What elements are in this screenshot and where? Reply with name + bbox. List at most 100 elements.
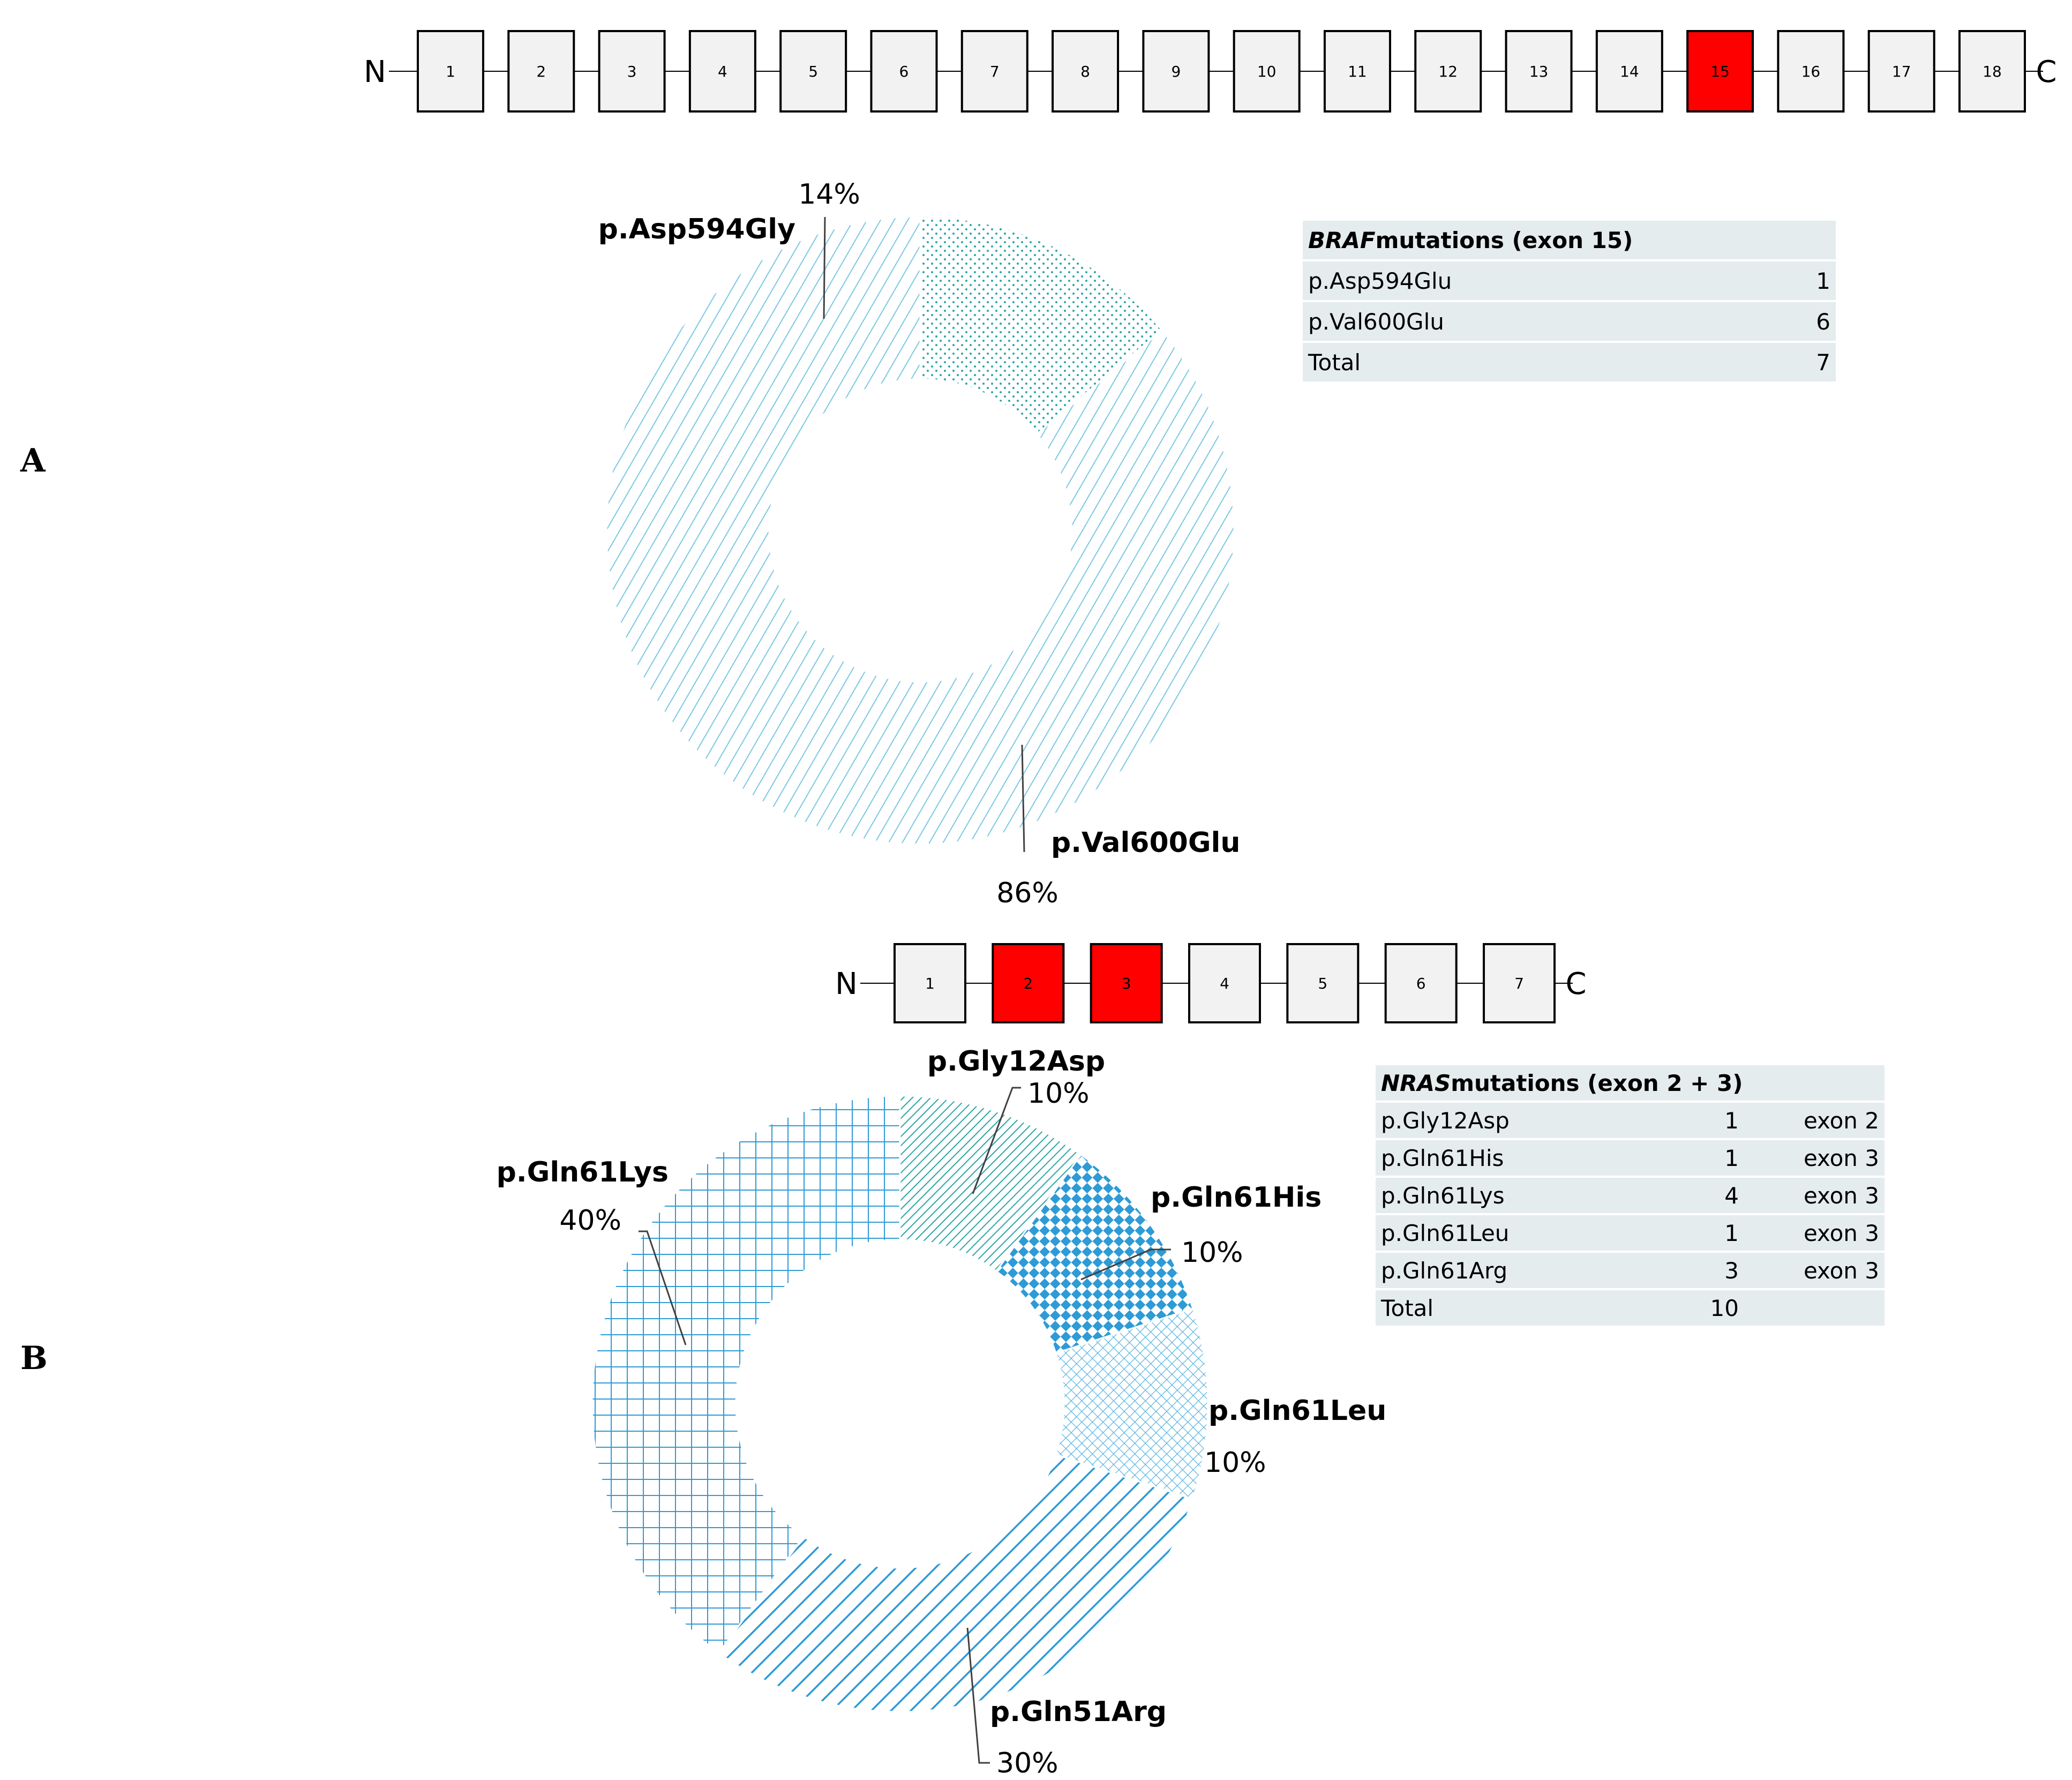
exon-number: 10 (1257, 63, 1277, 80)
mutation-name-cell: p.Gly12Asp (1376, 1103, 1597, 1138)
leader-line (1021, 744, 1025, 852)
slice-label: p.Gln61Lys (497, 1156, 669, 1188)
table-row: p.Gln61Lys 4 exon 3 (1376, 1178, 1885, 1213)
donut-slice-p-gln51arg (717, 1453, 1194, 1713)
count-cell: 1 (1601, 1215, 1744, 1251)
n-terminus-label: N (835, 967, 858, 1001)
table-row: p.Gln61Arg 3 exon 3 (1376, 1253, 1885, 1288)
count-cell: 10 (1601, 1290, 1744, 1326)
mutation-name-cell: p.Gln61Arg (1376, 1253, 1597, 1288)
table-row: Total 10 (1376, 1290, 1885, 1326)
table-row: p.Gly12Asp 1 exon 2 (1376, 1103, 1885, 1138)
table-title-rest: mutations (exon 2 + 3) (1451, 1070, 1743, 1096)
exon-cell: exon 3 (1747, 1215, 1885, 1251)
mutation-name-cell: p.Gln61Leu (1376, 1215, 1597, 1251)
exon-number: 18 (1983, 63, 2002, 80)
exon-box (1090, 943, 1163, 1023)
exon-box (779, 30, 847, 113)
gene-name: NRAS (1381, 1070, 1451, 1096)
exon-box (1777, 30, 1845, 113)
count-cell: 6 (1628, 302, 1836, 341)
exon-box (1188, 943, 1261, 1023)
mutation-name-cell: p.Asp594Glu (1303, 261, 1625, 300)
donut-slice-p-gln61his (995, 1153, 1194, 1355)
exon-box (1052, 30, 1120, 113)
exon-number: 15 (1710, 63, 1730, 80)
exon-number: 14 (1620, 63, 1639, 80)
exon-number: 3 (1122, 975, 1131, 992)
exon-number: 3 (627, 63, 637, 80)
slice-percent-label: 86% (996, 877, 1058, 909)
exon-number: 5 (1318, 975, 1327, 992)
exon-box (1867, 30, 1935, 113)
table-row: Total 7 (1303, 343, 1836, 382)
exon-box (960, 30, 1029, 113)
table-title: BRAF mutations (exon 15) (1303, 221, 1836, 259)
exon-number: 11 (1348, 63, 1367, 80)
exon-box (598, 30, 666, 113)
mutation-name-cell: Total (1303, 343, 1625, 382)
exon-box (1595, 30, 1663, 113)
count-cell: 1 (1628, 261, 1836, 300)
mutation-name-cell: p.Gln61Lys (1376, 1178, 1597, 1213)
exon-box (688, 30, 756, 113)
exon-number: 7 (1514, 975, 1524, 992)
exon-box (1323, 30, 1391, 113)
exon-box (1142, 30, 1210, 113)
table-row: p.Val600Glu 6 (1303, 302, 1836, 341)
table-row: p.Gln61Leu 1 exon 3 (1376, 1215, 1885, 1251)
mutation-name-cell: p.Val600Glu (1303, 302, 1625, 341)
exon-box (870, 30, 938, 113)
leader-line (639, 1230, 687, 1345)
table-header-row: BRAF mutations (exon 15) (1303, 221, 1836, 259)
slice-label: p.Gln61Leu (1208, 1395, 1386, 1427)
mutation-name-cell: p.Gln61His (1376, 1140, 1597, 1176)
exon-box (1958, 30, 2026, 113)
slice-percent-label: 30% (996, 1747, 1058, 1779)
exon-box (992, 943, 1065, 1023)
exon-number: 2 (536, 63, 546, 80)
exon-number: 12 (1438, 63, 1458, 80)
exon-cell: exon 2 (1747, 1103, 1885, 1138)
mutation-name-cell: Total (1376, 1290, 1597, 1326)
donut-slice-p-gln61leu (1055, 1307, 1209, 1500)
table-row: p.Gln61His 1 exon 3 (1376, 1140, 1885, 1176)
slice-label: p.Gln61His (1151, 1181, 1322, 1214)
exon-box (1505, 30, 1573, 113)
exon-number: 9 (1171, 63, 1181, 80)
c-terminus-label: C (1565, 967, 1586, 1001)
leader-line (1080, 1248, 1171, 1281)
slice-label: p.Asp594Gly (598, 213, 795, 245)
exon-number: 4 (718, 63, 727, 80)
slice-label: p.Gly12Asp (927, 1045, 1105, 1078)
slice-percent-label: 10% (1027, 1078, 1090, 1110)
exon-cell: exon 3 (1747, 1253, 1885, 1288)
exon-number: 5 (808, 63, 818, 80)
slice-percent-label: 40% (559, 1205, 621, 1237)
exon-cell (1747, 1290, 1885, 1326)
exon-box (894, 943, 966, 1023)
exon-box (1686, 30, 1754, 113)
slice-percent-label: 10% (1204, 1447, 1266, 1479)
table-row: p.Asp594Glu 1 (1303, 261, 1836, 300)
leader-line (972, 1087, 1021, 1194)
exon-box (1414, 30, 1482, 113)
donut-slice-p-gln61lys (591, 1095, 901, 1655)
exon-number: 8 (1080, 63, 1090, 80)
count-cell: 4 (1601, 1178, 1744, 1213)
exon-number: 4 (1220, 975, 1229, 992)
exon-number: 7 (990, 63, 1000, 80)
exon-box (1384, 943, 1458, 1023)
leader-line (823, 216, 826, 319)
slice-percent-label: 10% (1181, 1237, 1243, 1269)
exon-cell: exon 3 (1747, 1140, 1885, 1176)
exon-number: 16 (1801, 63, 1821, 80)
slice-percent-label: 14% (798, 178, 860, 211)
exon-number: 6 (1416, 975, 1426, 992)
exon-box (1233, 30, 1301, 113)
c-terminus-label: C (2036, 55, 2056, 89)
exon-number: 1 (925, 975, 935, 992)
